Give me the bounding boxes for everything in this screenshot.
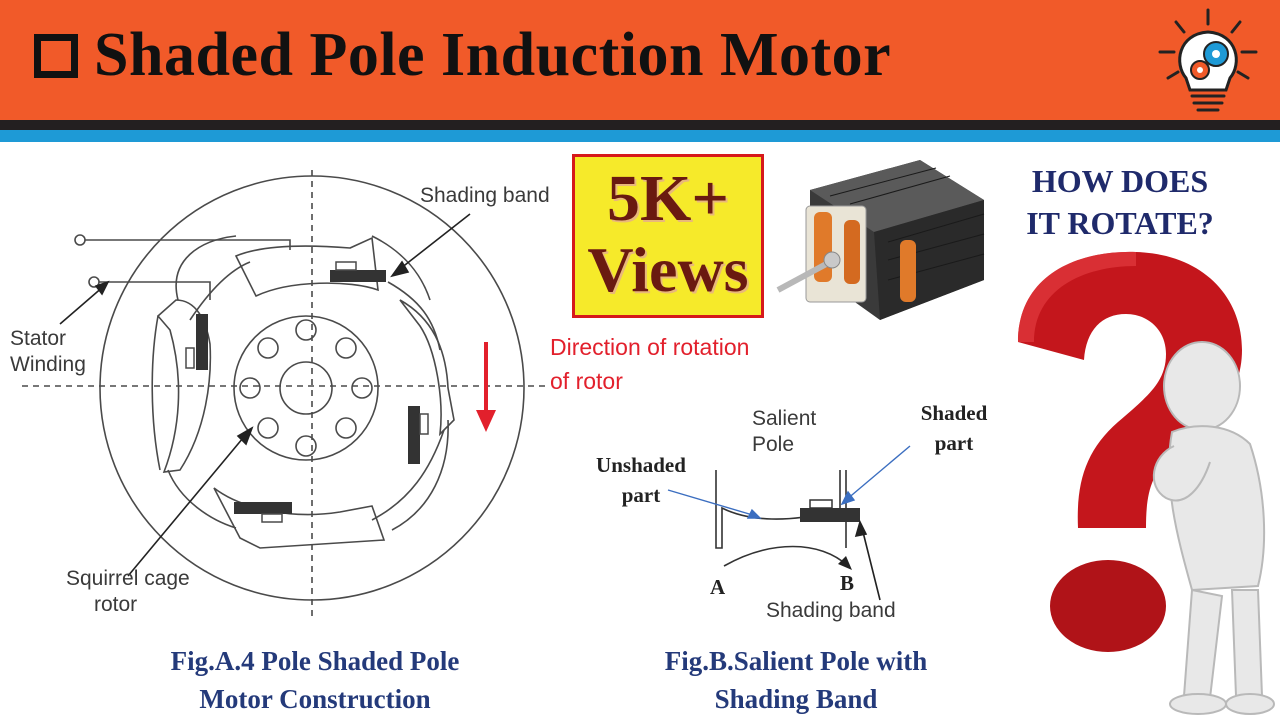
fig-b-shading-band	[800, 508, 860, 522]
fig-b-caption-line2: Shading Band	[714, 684, 878, 714]
fig-b-caption: Fig.B.Salient Pole with Shading Band	[616, 642, 976, 718]
flux-path-arrow	[723, 545, 849, 567]
header-bar	[0, 0, 1280, 120]
lightbulb-gears-icon	[1158, 8, 1258, 112]
pole-top	[234, 236, 379, 298]
label-point-a: A	[710, 575, 726, 599]
fig-a-motor-diagram	[22, 170, 550, 620]
label-shaded: Shaded	[920, 401, 988, 425]
label-unshaded-part-word: part	[621, 483, 661, 507]
question-dot	[1050, 560, 1166, 652]
views-count: 5K+	[607, 162, 729, 235]
label-shaded-part: Shaded part	[906, 398, 1002, 458]
direction-line2: of rotor	[550, 368, 623, 394]
header-divider-blue	[0, 130, 1280, 142]
square-bullet-icon	[34, 34, 78, 78]
label-unshaded-part: Unshaded part	[586, 450, 696, 510]
label-fig-b-shading-band: Shading band	[766, 599, 896, 622]
fig-b-salient-pole-diagram	[667, 445, 911, 601]
pole-right	[399, 299, 455, 437]
shading-band-right	[408, 406, 420, 464]
fig-a-caption-line2: Motor Construction	[199, 684, 431, 714]
label-salient: Salient	[752, 407, 817, 430]
question-line2: IT ROTATE?	[1026, 205, 1214, 241]
shading-band-left	[196, 314, 208, 370]
views-badge: 5K+ Views	[572, 154, 764, 318]
shading-band-bottom	[234, 502, 292, 514]
rotor	[233, 315, 379, 461]
question-heading: HOW DOES IT ROTATE?	[1000, 160, 1240, 244]
label-shaded-part-word: part	[934, 431, 974, 455]
terminal-1	[74, 234, 86, 246]
label-unshaded: Unshaded	[596, 453, 686, 477]
fig-a-caption-line1: Fig.A.4 Pole Shaded Pole	[170, 646, 460, 676]
page-title: Shaded Pole Induction Motor	[94, 21, 892, 89]
header-divider-dark	[0, 120, 1280, 130]
shaded-pole-motor-photo	[776, 160, 985, 320]
pole-bottom	[213, 487, 386, 549]
label-point-b: B	[840, 571, 855, 595]
views-label: Views	[587, 234, 749, 305]
shading-band-top	[330, 270, 386, 282]
label-squirrel-cage: Squirrel cage	[66, 567, 190, 590]
label-pole: Pole	[752, 433, 795, 456]
label-rotor: rotor	[94, 593, 138, 616]
label-shading-band: Shading band	[420, 184, 550, 207]
fig-b-caption-line1: Fig.B.Salient Pole with	[664, 646, 928, 676]
question-mark	[1018, 251, 1242, 528]
rotor-shaft	[279, 361, 333, 415]
label-stator: Stator	[10, 327, 67, 350]
direction-line1: Direction of rotation	[550, 334, 750, 360]
fig-a-caption: Fig.A.4 Pole Shaded Pole Motor Construct…	[120, 642, 510, 718]
direction-of-rotation-label: Direction of rotation of rotor	[550, 330, 749, 398]
rotation-direction-arrow	[476, 342, 496, 432]
question-line1: HOW DOES	[1031, 163, 1209, 199]
question-mark-figure	[1018, 251, 1275, 715]
label-winding: Winding	[10, 353, 86, 376]
